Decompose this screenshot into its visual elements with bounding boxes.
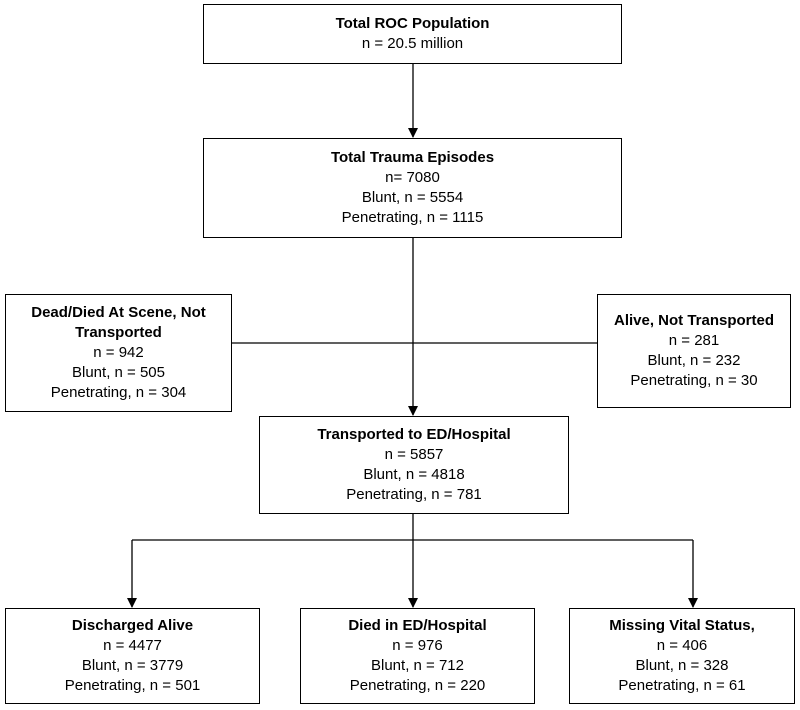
- box-title: Transported to ED/Hospital: [317, 426, 511, 443]
- transported-to-hospital-box: Transported to ED/Hospital n = 5857 Blun…: [259, 416, 569, 514]
- box-title: Dead/Died At Scene, Not Transported: [31, 304, 206, 341]
- box-title: Missing Vital Status,: [609, 617, 755, 634]
- box-count: n = 976: [392, 637, 443, 654]
- box-blunt-count: Blunt, n = 505: [72, 364, 165, 381]
- box-blunt-count: Blunt, n = 3779: [81, 657, 184, 674]
- box-blunt-count: Blunt, n = 5554: [361, 189, 464, 206]
- total-trauma-episodes-box: Total Trauma Episodes n= 7080 Blunt, n =…: [203, 138, 622, 238]
- discharged-alive-box: Discharged Alive n = 4477 Blunt, n = 377…: [5, 608, 260, 704]
- box-penetrating-count: Penetrating, n = 61: [618, 677, 746, 694]
- box-title: Discharged Alive: [71, 617, 194, 634]
- box-count: n = 942: [93, 344, 144, 361]
- box-title: Alive, Not Transported: [613, 312, 775, 329]
- missing-vital-status-box: Missing Vital Status, n = 406 Blunt, n =…: [569, 608, 795, 704]
- box-title: Died in ED/Hospital: [348, 617, 487, 634]
- box-count: n = 20.5 million: [361, 35, 464, 52]
- box-penetrating-count: Penetrating, n = 30: [630, 372, 758, 389]
- box-blunt-count: Blunt, n = 4818: [363, 466, 465, 483]
- box-title: Total Trauma Episodes: [330, 149, 495, 166]
- box-count: n = 406: [656, 637, 708, 654]
- box-title: Total ROC Population: [335, 15, 490, 32]
- total-roc-population-box: Total ROC Population n = 20.5 million: [203, 4, 622, 64]
- alive-not-transported-box: Alive, Not Transported n = 281 Blunt, n …: [597, 294, 791, 408]
- box-blunt-count: Blunt, n = 328: [635, 657, 729, 674]
- box-penetrating-count: Penetrating, n = 304: [50, 384, 187, 401]
- box-count: n = 281: [668, 332, 720, 349]
- box-penetrating-count: Penetrating, n = 1115: [341, 209, 484, 226]
- dead-at-scene-box: Dead/Died At Scene, Not Transported n = …: [5, 294, 232, 412]
- box-blunt-count: Blunt, n = 232: [647, 352, 741, 369]
- box-penetrating-count: Penetrating, n = 501: [64, 677, 201, 694]
- box-count: n = 4477: [103, 637, 162, 654]
- box-blunt-count: Blunt, n = 712: [371, 657, 464, 674]
- box-count: n= 7080: [385, 169, 440, 186]
- box-penetrating-count: Penetrating, n = 781: [346, 486, 482, 503]
- box-count: n = 5857: [384, 446, 444, 463]
- died-in-hospital-box: Died in ED/Hospital n = 976 Blunt, n = 7…: [300, 608, 535, 704]
- box-penetrating-count: Penetrating, n = 220: [349, 677, 486, 694]
